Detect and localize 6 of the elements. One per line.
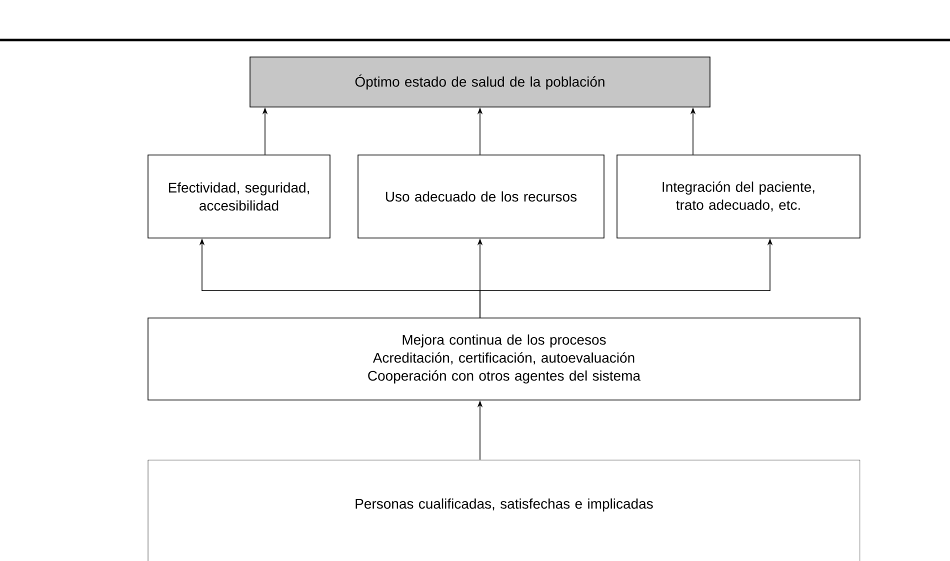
outcome-box: Efectividad, seguridad, accesibilidad (148, 154, 330, 238)
result-box: Óptimo estado de salud de la población (250, 56, 710, 108)
outcome-box: Integración del paciente, trato adecuado, etc. (616, 154, 860, 238)
base-box: Personas cualificadas, satisfechas e implicadas (148, 460, 860, 561)
outcome-box: Uso adecuado de los recursos (358, 154, 604, 238)
process-box: Mejora continua de los procesos Acreditación, certificación, autoevaluación Cooperación con otros agentes del sistema (148, 318, 860, 400)
